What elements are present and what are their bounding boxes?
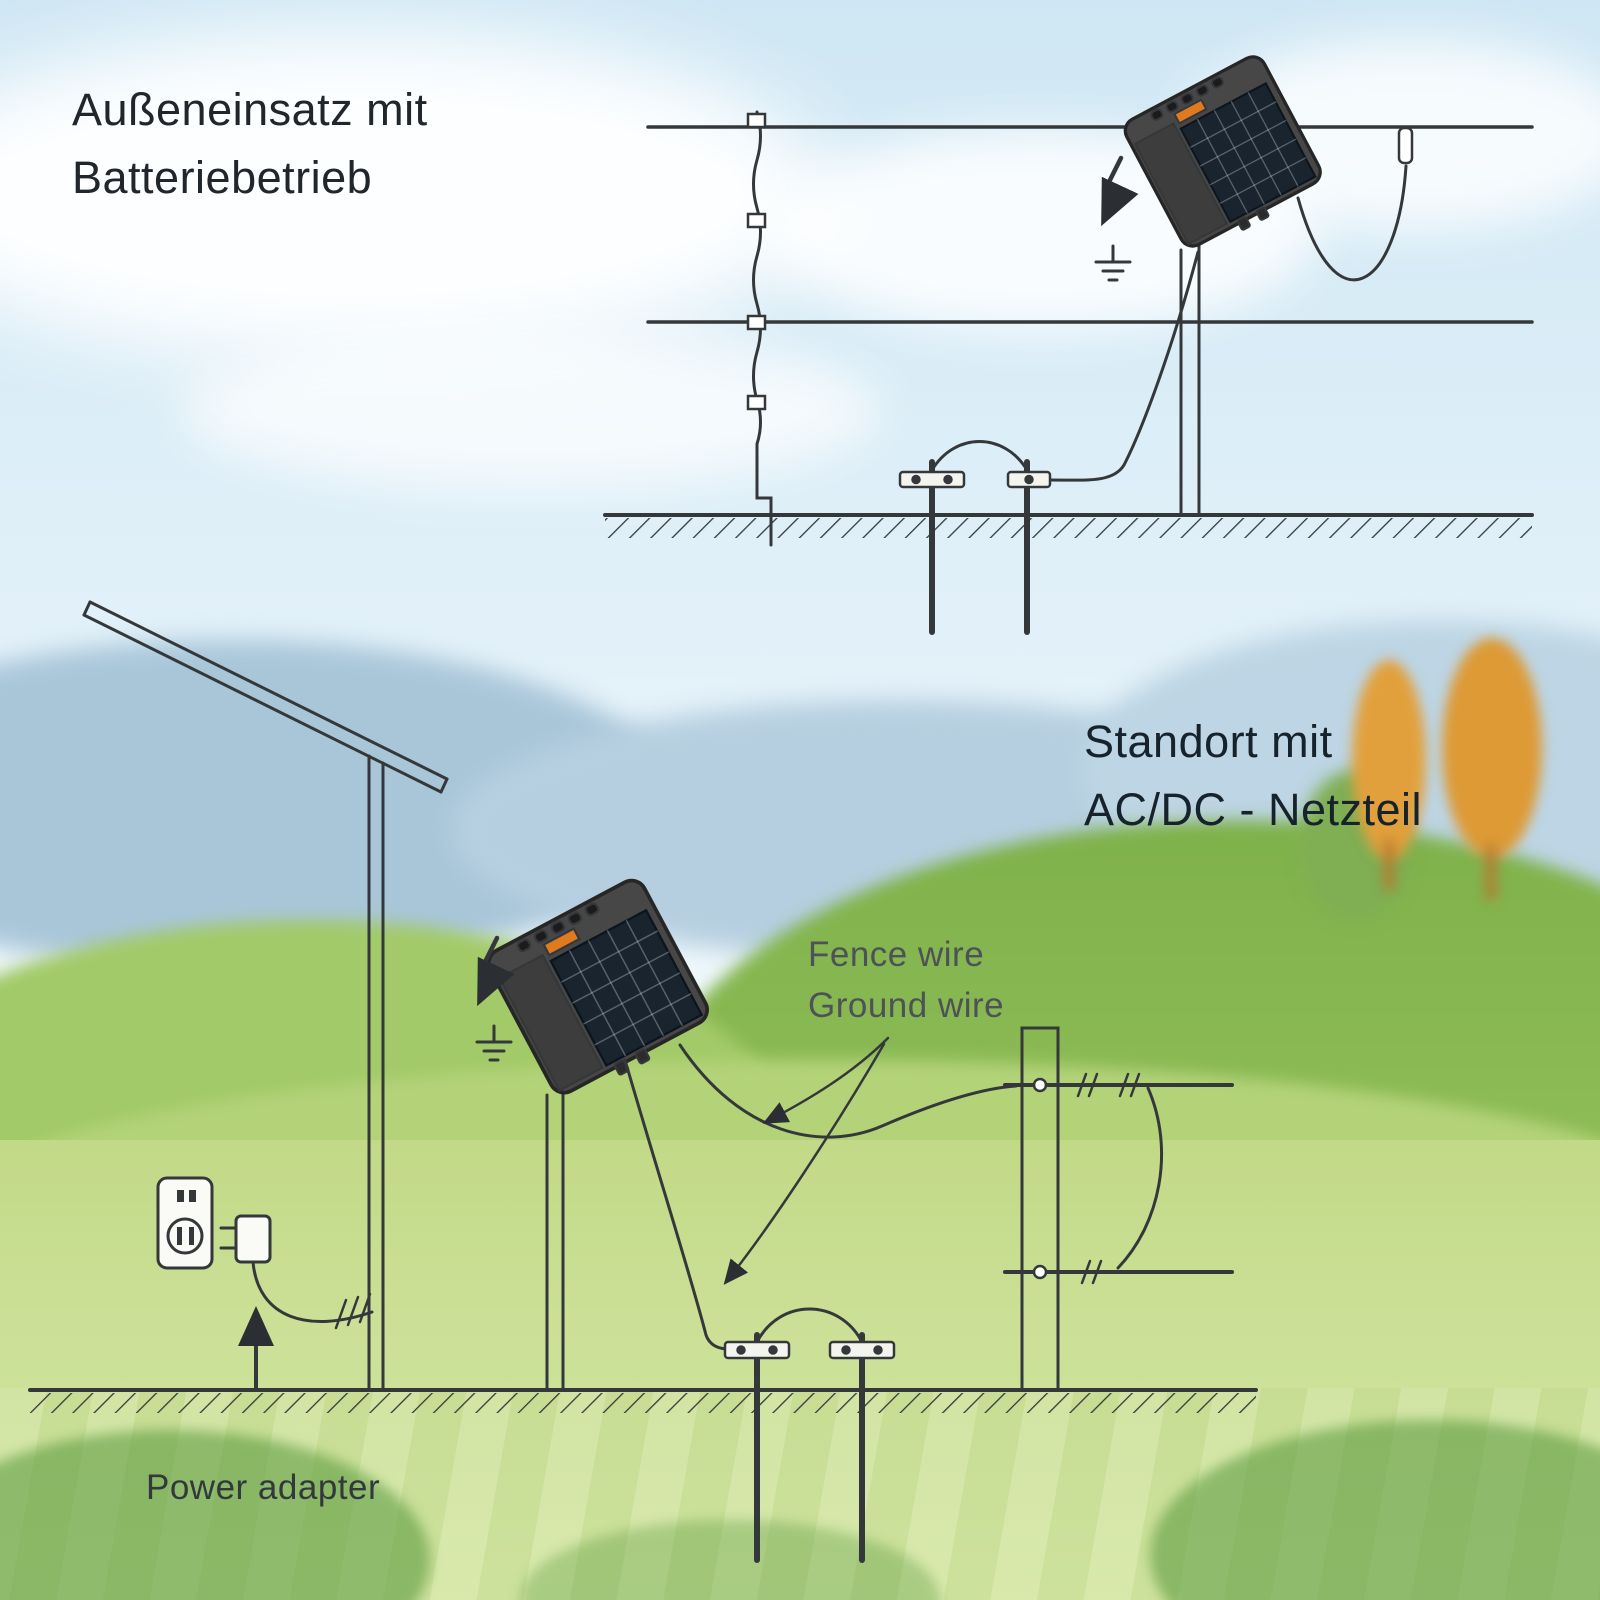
- lightning-bolt-icon: [1101, 155, 1139, 227]
- ground-symbol-icon: [475, 1024, 513, 1062]
- solar-energizer: [1119, 50, 1331, 260]
- wire-labels: Fence wire Ground wire: [808, 930, 1004, 1032]
- power-adapter-plug: [219, 1214, 272, 1264]
- insulator: [1032, 1264, 1048, 1280]
- tree-trunk: [1384, 840, 1394, 890]
- building-roof: [82, 600, 449, 794]
- diagram-mains-operation: [28, 600, 1258, 1563]
- tape-clips: [746, 112, 767, 411]
- mains-title-line1: Standort mit: [1084, 716, 1333, 767]
- ground-lead-wire: [1048, 250, 1200, 482]
- wire-splice-marks: [1076, 1072, 1141, 1285]
- hatched-ground: [30, 1393, 1256, 1413]
- wire-jumper: [1116, 1086, 1164, 1270]
- tree-trunk: [1486, 845, 1496, 900]
- fence-lead-wire: [678, 1043, 1018, 1139]
- hatched-ground: [605, 518, 1532, 538]
- ground-wire-label: Ground wire: [808, 985, 1005, 1025]
- fence-wire-pointer-arrow: [762, 1036, 890, 1124]
- fence-lead-wire: [1296, 164, 1408, 282]
- battery-title-line1: Außeneinsatz mit: [72, 84, 428, 135]
- fence-post: [1020, 1026, 1060, 1392]
- insulator: [1397, 126, 1414, 165]
- power-outlet: [156, 1176, 214, 1270]
- solar-energizer: [481, 873, 719, 1108]
- rod-jumper-wire: [930, 440, 1029, 472]
- diagram-battery-operation: [603, 50, 1534, 635]
- mains-title-line2: AC/DC - Netzteil: [1084, 783, 1423, 835]
- battery-title-line2: Batteriebetrieb: [72, 151, 373, 203]
- cloud: [0, 30, 830, 360]
- autumn-tree: [1442, 638, 1542, 858]
- autumn-tree: [1352, 660, 1426, 860]
- rod-clamps: [898, 470, 1052, 489]
- mains-operation-title: Standort mit AC/DC - Netzteil: [1084, 708, 1422, 843]
- lightning-bolt-icon: [477, 935, 515, 1007]
- power-adapter-label: Power adapter: [146, 1468, 381, 1507]
- rod-jumper-wire: [755, 1307, 864, 1344]
- fence-wire-label: Fence wire: [808, 935, 985, 974]
- rod-clamps: [723, 1340, 896, 1360]
- insulator: [1032, 1077, 1048, 1093]
- adapter-cable: [251, 1260, 374, 1324]
- ground-symbol-icon: [1094, 244, 1132, 282]
- battery-operation-title: Außeneinsatz mit Batteriebetrieb: [72, 76, 428, 211]
- ground-wire-pointer-arrow: [723, 1042, 886, 1285]
- cable-break-marks: [334, 1292, 372, 1330]
